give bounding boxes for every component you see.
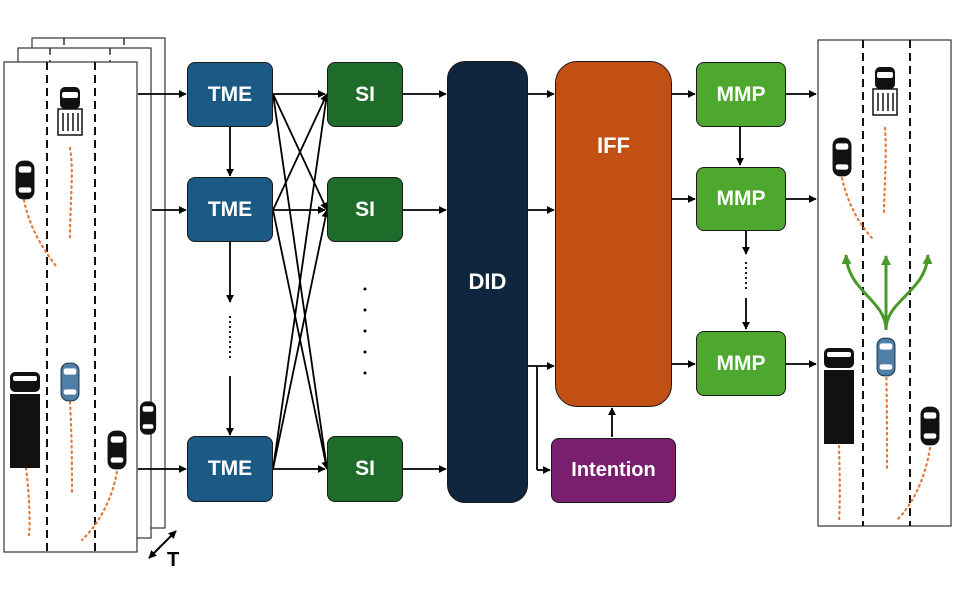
truck-icon (824, 348, 854, 444)
time-axis-arrow (148, 530, 177, 559)
si-block-1: SI (327, 62, 403, 127)
car-icon (832, 137, 852, 177)
time-axis-label: T (167, 549, 180, 571)
ellipsis-markers (229, 262, 747, 375)
tme-block-2: TME (187, 177, 273, 242)
pickup-truck-icon (872, 66, 898, 116)
car-icon (15, 160, 35, 200)
tme-block-1: TME (187, 62, 273, 127)
si-block-2: SI (327, 177, 403, 242)
output-scene (817, 39, 952, 527)
mmp-block-3: MMP (696, 331, 786, 396)
input-history-trajectories (22, 146, 119, 542)
did-block: DID (447, 61, 528, 503)
mmp-block-1: MMP (696, 62, 786, 127)
si-block-3: SI (327, 436, 403, 502)
tme-block-3: TME (187, 436, 273, 502)
connectors (138, 90, 817, 474)
pickup-truck-icon (57, 86, 83, 136)
mmp-block-2: MMP (696, 167, 786, 231)
predicted-modes (841, 254, 933, 331)
output-trajectories (837, 126, 932, 524)
ego-car-icon (60, 362, 80, 402)
intention-block: Intention (551, 438, 676, 503)
input-scene-stack (3, 37, 177, 559)
ego-car-icon (876, 337, 896, 377)
car-icon (107, 430, 127, 470)
car-icon (920, 406, 940, 446)
truck-icon (10, 372, 40, 468)
iff-block: IFF (555, 61, 672, 407)
